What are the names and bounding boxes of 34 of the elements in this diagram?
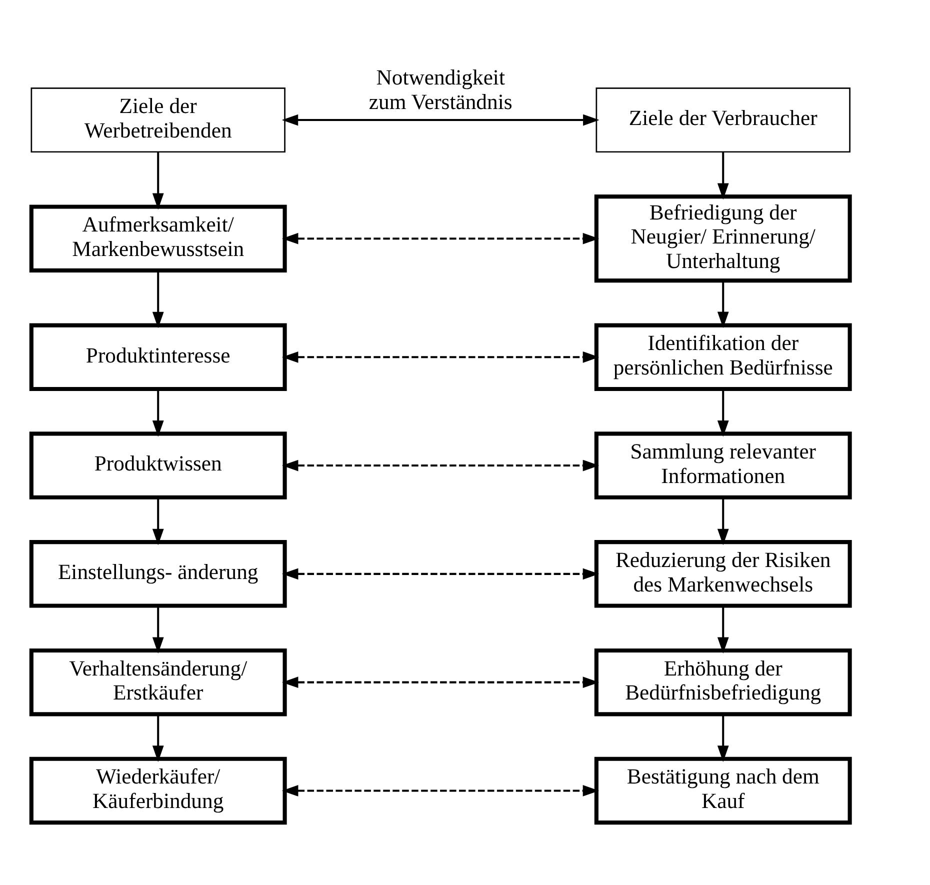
arrow [152, 606, 164, 654]
node-box: Produktinteresse [29, 323, 287, 392]
arrow [152, 714, 164, 762]
node-box: Aufmerksamkeit/ Markenbewusstsein [29, 204, 287, 272]
node-box: Identifikation der persönlichen Bedürfnisse [594, 323, 852, 392]
node-box: Einstellungs- änderung [29, 540, 287, 608]
node-box: Sammlung relevanter Informationen [594, 432, 852, 500]
node-box: Ziele der Werbetreibenden [30, 88, 286, 153]
node-box: Wiederkäufer/ Käuferbindung [29, 756, 287, 825]
node-box: Produktwissen [29, 432, 287, 500]
arrow [282, 460, 600, 472]
arrow [152, 497, 164, 546]
arrow [282, 568, 600, 580]
arrow [717, 497, 729, 546]
arrow [717, 389, 729, 437]
arrow [152, 389, 164, 437]
node-box: Erhöhung der Bedürfnisbefriedigung [594, 648, 852, 716]
node-box: Ziele der Verbraucher [596, 88, 850, 153]
arrow [282, 232, 600, 244]
arrow [282, 351, 600, 363]
node-box: Verhaltensänderung/ Erstkäufer [29, 648, 287, 716]
arrow [152, 270, 164, 328]
arrow [282, 114, 600, 126]
edge-label: Notwendigkeit zum Verständnis [368, 66, 512, 114]
node-box: Befriedigung der Neugier/ Erinnerung/ Unterhaltung [594, 194, 852, 283]
arrow [282, 676, 600, 688]
arrow [717, 606, 729, 654]
arrow [717, 281, 729, 328]
arrow [717, 714, 729, 762]
arrow [717, 152, 729, 200]
arrow [282, 785, 600, 796]
node-box: Bestätigung nach dem Kauf [594, 756, 852, 825]
node-box: Reduzierung der Risiken des Markenwechsels [594, 540, 852, 608]
arrow [152, 152, 164, 210]
